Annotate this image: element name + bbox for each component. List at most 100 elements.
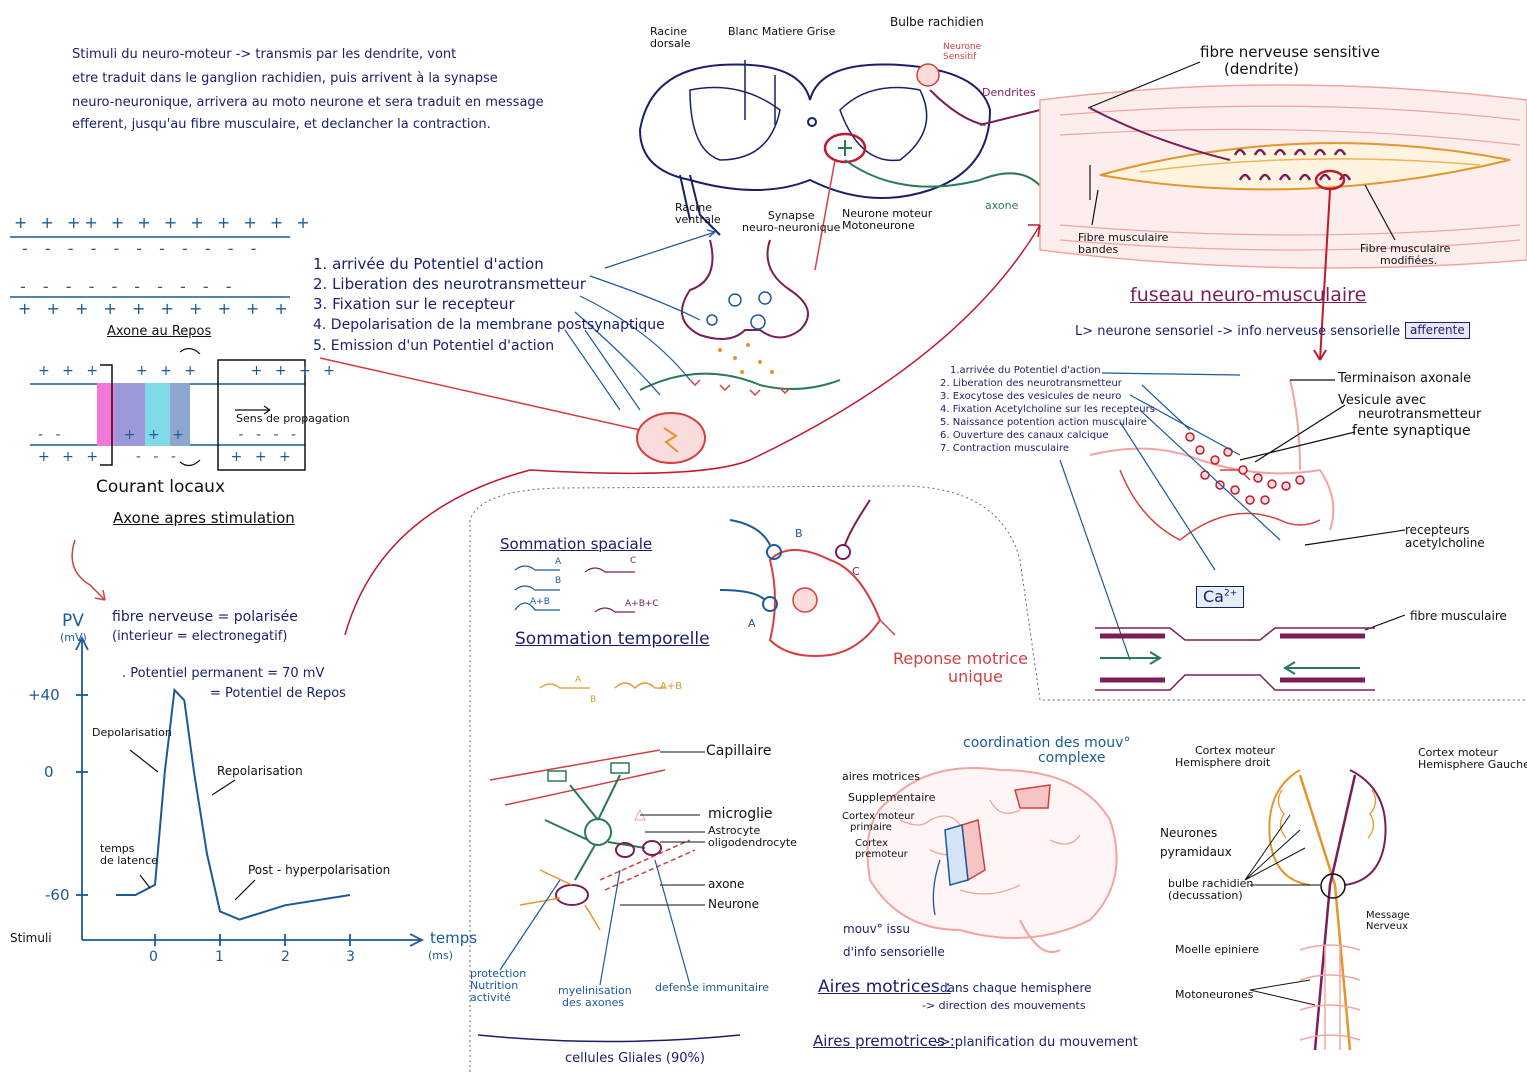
axone-apres-label: Axone apres stimulation [113,509,295,527]
vesicle [1238,465,1248,475]
aires-premotrices-desc: -> planification du mouvement [935,1035,1138,1050]
synapse-diagram [639,239,841,397]
wave-abc-label: A+B+C [625,599,659,609]
vesicle [1260,495,1270,505]
aires-premotrices-title: Aires premotrices : [813,1032,955,1050]
vesicle [1295,475,1305,485]
temporal-b-label: B [590,695,597,705]
ap-x-tick-1: 1 [215,949,224,965]
rest-charges-bottom-minus: - - - - - - - - - - [20,277,238,296]
fuseau-subtitle: L> neurone sensoriel -> info nerveuse se… [1075,324,1401,339]
courant-locaux-label: Courant locaux [96,477,226,497]
sommation-temporelle-title: Sommation temporelle [515,629,710,649]
vesicle [1245,495,1255,505]
motoneurones-label: Motoneurones [1175,988,1254,1001]
sens-propagation-label: Sens de propagation [236,412,350,425]
axon-rest-diagram [10,236,290,298]
vesicle [1230,485,1240,495]
aires-motrices-desc-1: dans chaque hemisphere [940,981,1092,995]
nmj-step-1: 1.arrivée du Potentiel d'action [950,365,1101,376]
axone-glial-label: axone [708,877,745,891]
muscle-spindle-diagram [1039,84,1527,269]
wave-c-label: C [630,556,637,566]
calcium-badge: Ca2+ [1196,586,1245,608]
depolarisation-label: Depolarisation [92,726,172,739]
note-polarisee: fibre nerveuse = polarisée [112,609,298,625]
wave-a-label: A [555,557,562,567]
nmj-step-4: 4. Fixation Acetylcholine sur les recept… [940,404,1155,415]
aires-motrices-small-label: aires motrices [842,770,920,783]
cellules-gliales-title: cellules Gliales (90%) [565,1051,705,1066]
nmj-step-3: 3. Exocytose des vesicules de neuro [940,391,1122,402]
neuron-c-label: C [852,565,860,578]
note-interieur: (interieur = electronegatif) [112,629,288,644]
rest-charges-bottom-plus: + + + + + + + + + + [18,299,293,318]
coordination-label: coordination des mouv°complexe [963,735,1131,767]
stim-charges-outer: + + + - - - + + + [38,449,295,465]
ap-y-unit: (mV) [60,631,87,644]
synapse-step-3: 3. Fixation sur le recepteur [313,295,515,313]
fibre-musculaire-label: fibre musculaire [1410,609,1507,623]
aires-motrices-desc-2: -> direction des mouvements [922,999,1086,1012]
fibre-nerveuse-label: fibre nerveuse sensitive(dendrite) [1200,43,1380,78]
intro-line-1: Stimuli du neuro-moteur -> transmis par … [72,47,457,62]
ap-y-tick-40: +40 [28,686,60,704]
vesicle [1185,432,1195,442]
intro-line-3: neuro-neuronique, arrivera au moto neuro… [72,95,544,110]
stimuli-label: Stimuli [10,931,52,945]
vesicle [1253,473,1263,483]
wave-ab-label: A+B [530,597,550,607]
ap-y-label: PV [62,611,84,631]
glial-diagram [477,749,741,1043]
ap-x-tick-2: 2 [281,949,290,965]
oligodendrocyte-label: oligodendrocyte [708,836,797,849]
synapse-step-1: 1. arrivée du Potentiel d'action [313,255,544,273]
vesicle [1195,445,1205,455]
nmj-arrows [1059,372,1281,661]
neurone-glial-label: Neurone [708,897,759,911]
terminaison-label: Terminaison axonale [1338,371,1472,386]
synapse-step-5: 5. Emission d'un Potentiel d'action [313,338,555,354]
pyramidal-diagram [1244,769,1387,1051]
blanc-matiere-grise-label: Blanc Matiere Grise [728,25,836,38]
neuron-b-label: B [795,527,803,540]
stim-charges-top: + + + + + + + + + + [38,363,339,379]
nmj-step-7: 7. Contraction musculaire [940,443,1070,454]
nmj-step-5: 5. Naissance potention action musculaire [940,417,1147,428]
sensory-neuron-body [916,63,940,87]
axone-label: axone [985,199,1019,212]
ap-axes [75,635,425,947]
vesicle [1281,481,1291,491]
vesicle [1267,479,1277,489]
axon-stimulated-diagram [30,347,306,471]
vesicle [1210,455,1220,465]
dendrites-label: Dendrites [982,86,1036,99]
fente-label: fente synaptique [1352,423,1471,439]
ap-x-unit: (ms) [428,949,454,962]
microglie-label: microglie [708,806,773,822]
ap-curve [116,687,351,921]
defense-label: defense immunitaire [655,981,770,994]
bulbe-decussation-label: bulbe rachidien(decussation) [1168,877,1254,903]
astrocyte-label: Astrocyte [708,824,761,837]
sommation-spatiale-title: Sommation spaciale [500,535,653,553]
axone-repos-label: Axone au Repos [107,324,212,339]
moelle-epiniere-label: Moelle epiniere [1175,943,1260,956]
vesicle [1223,447,1233,457]
